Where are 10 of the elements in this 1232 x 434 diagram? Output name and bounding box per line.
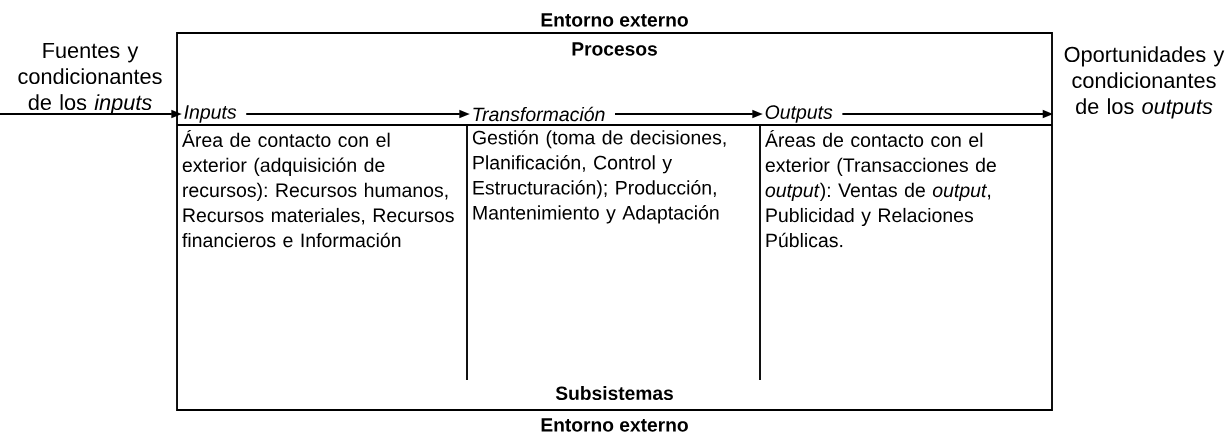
description-text: Área de contacto con el exterior (adquisición de recursos): Recursos humanos, Recursos materiales, Recursos financieros e Información <box>182 129 454 248</box>
environment-label: Entorno externo <box>541 418 688 432</box>
stage-label: Inputs <box>184 105 237 123</box>
environment-label: Entorno externo <box>541 13 688 27</box>
description-text: Áreas de contacto con el exterior (Transacciones de output): Ventas de output, Publicidad y Relaciones Públicas. <box>765 129 996 248</box>
side-label: Oportunidades y condicionantes de los outputs <box>1064 46 1225 119</box>
stage-label: Outputs <box>765 105 833 123</box>
stage-label: Transformación <box>473 106 605 122</box>
description-text: Gestión (toma de decisiones, Planificación, Control y Estructuración); Producción, Mantenimiento y Adaptación <box>472 129 726 224</box>
side-label: Fuentes y condicionantes de los inputs <box>18 42 162 115</box>
